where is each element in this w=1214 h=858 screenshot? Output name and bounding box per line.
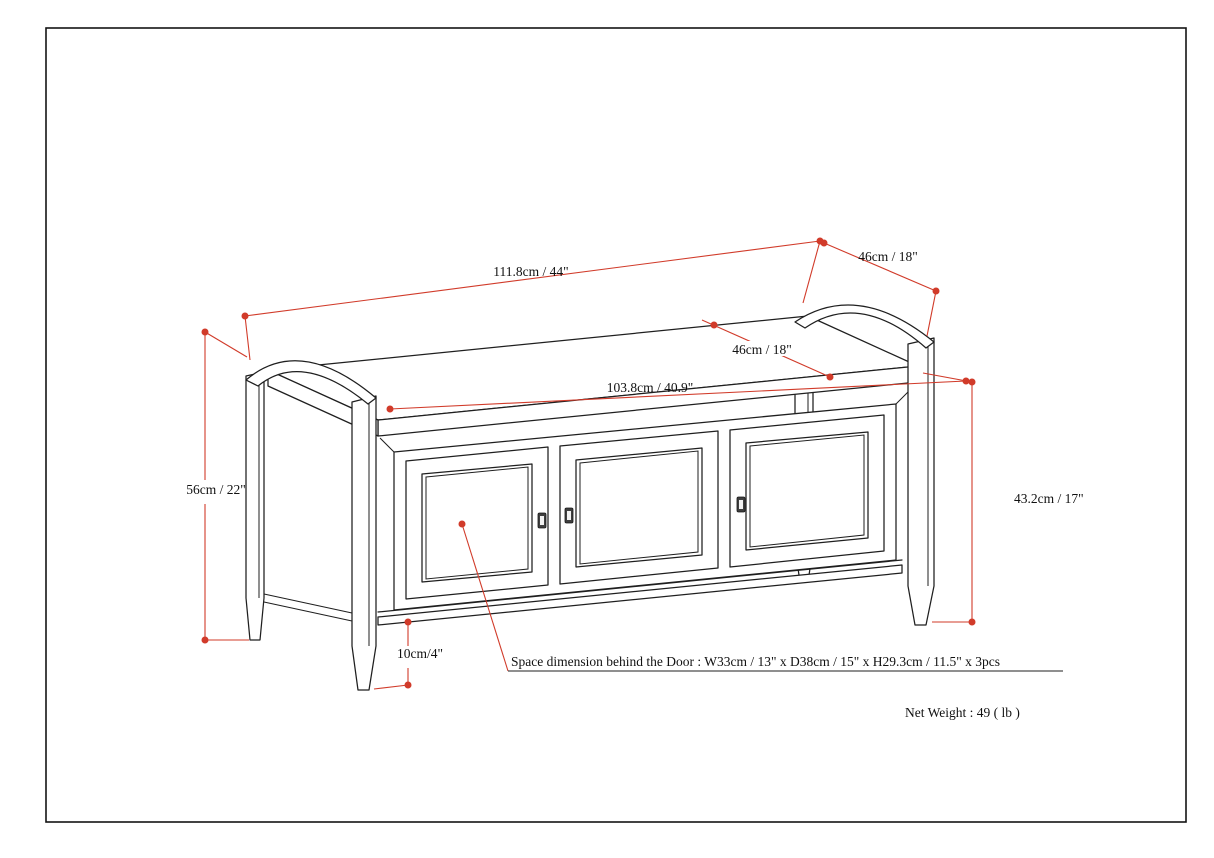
door-space-leader [458,520,1063,672]
dim-base-clearance [373,618,412,690]
door-middle-panel-outer [575,447,703,568]
drawing-border [45,27,1187,823]
seat-left-end [267,369,379,437]
seat-depth-label: 46cm / 18" [732,342,792,357]
net-weight-note: Net Weight : 49 ( lb ) [905,705,1020,720]
dim-overall-width [241,237,824,361]
door-right-handle [736,496,746,513]
overall-width-label: 111.8cm / 44" [493,264,568,279]
seat-width-label: 103.8cm / 40.9" [607,380,694,395]
door-left-panel-inner [425,466,529,580]
base-rail-front [377,564,903,626]
door-right-panel-inner [749,434,865,548]
door-right-panel-outer [745,431,869,551]
dimension-annotations: 111.8cm / 44" 46cm / 18" 46cm / 18" 103.… [186,237,1084,690]
base-rail-top-line [377,559,903,613]
door-left [405,446,549,600]
door-middle-handle [564,507,574,524]
door-right [729,414,885,568]
overall-depth-label: 46cm / 18" [858,249,918,264]
dim-seat-height [922,372,976,626]
seat-height-label: 43.2cm / 17" [1014,491,1084,506]
right-arm-arch [794,304,935,349]
rear-left-leg [245,371,265,641]
overall-height-label: 56cm / 22" [186,482,246,497]
door-space-note: Space dimension behind the Door : W33cm … [511,654,1000,669]
seat-depth-label-backing [716,341,808,356]
base-rail-left-side-top [263,593,353,614]
left-arm-arch [245,360,377,405]
dim-overall-height [201,328,249,644]
door-middle [559,430,719,585]
base-rail-left-side-bottom [263,601,353,622]
dim-overall-depth [820,239,940,337]
notes: Space dimension behind the Door : W33cm … [511,654,1020,720]
base-clearance-label: 10cm/4" [397,646,443,661]
door-left-handle [537,512,547,529]
seat-to-cabinet-left-join [379,437,395,453]
front-left-leg [351,395,377,691]
door-left-panel-outer [421,463,533,583]
front-right-leg [907,337,935,626]
door-middle-panel-inner [579,450,699,565]
dim-seat-width [386,377,970,413]
bench-drawing [245,304,935,691]
